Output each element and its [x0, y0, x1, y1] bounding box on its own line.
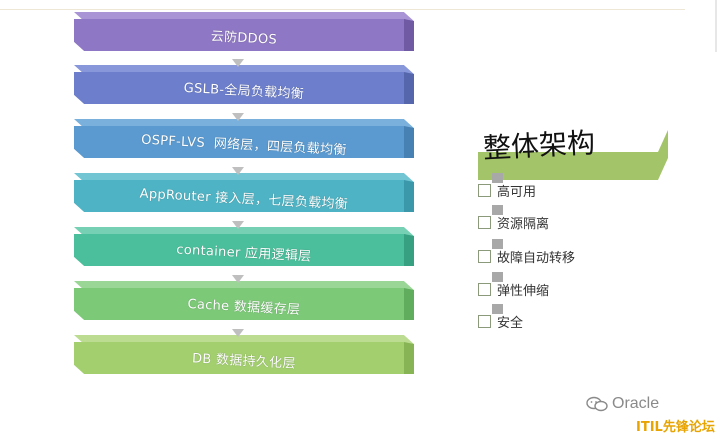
- architecture-list-item: 弹性伸缩: [478, 271, 550, 299]
- architecture-item-label: 故障自动转移: [497, 250, 576, 266]
- bullet-box-icon: [478, 271, 503, 296]
- layer-block: container 应用逻辑层: [74, 227, 414, 266]
- wechat-label: Oracle: [612, 395, 660, 412]
- layer-block: 云防DDOS: [74, 12, 414, 51]
- connector-notch: [232, 59, 244, 67]
- bullet-box-icon: [478, 204, 503, 229]
- connector-notch: [232, 113, 244, 121]
- architecture-list-item: 资源隔离: [478, 204, 550, 232]
- architecture-item-label: 高可用: [497, 184, 537, 200]
- connector-notch: [232, 329, 244, 337]
- layer-block: AppRouter 接入层，七层负载均衡: [74, 173, 414, 212]
- layer-block: DB 数据持久化层: [74, 335, 414, 374]
- connector-notch: [232, 167, 244, 175]
- connector-notch: [232, 275, 244, 283]
- architecture-item-label: 弹性伸缩: [497, 283, 550, 299]
- architecture-list-item: 安全: [478, 303, 524, 331]
- wechat-attribution: Oracle: [586, 395, 659, 413]
- wechat-icon: [586, 396, 608, 412]
- layer-block: GSLB-全局负载均衡: [74, 65, 414, 104]
- architecture-title: 整体架构: [482, 126, 596, 165]
- bullet-box-icon: [478, 303, 503, 328]
- layer-block: Cache 数据缓存层: [74, 281, 414, 320]
- architecture-list-item: 故障自动转移: [478, 238, 576, 266]
- architecture-item-label: 安全: [497, 315, 524, 331]
- right-divider: [715, 0, 717, 52]
- architecture-item-label: 资源隔离: [497, 216, 550, 232]
- architecture-list-item: 高可用: [478, 172, 537, 200]
- layer-block: OSPF-LVS 网络层，四层负载均衡: [74, 119, 414, 158]
- bullet-box-icon: [478, 172, 503, 197]
- connector-notch: [232, 221, 244, 229]
- top-divider: [0, 9, 685, 10]
- bullet-box-icon: [478, 238, 503, 263]
- watermark: ITIL先锋论坛: [636, 420, 715, 435]
